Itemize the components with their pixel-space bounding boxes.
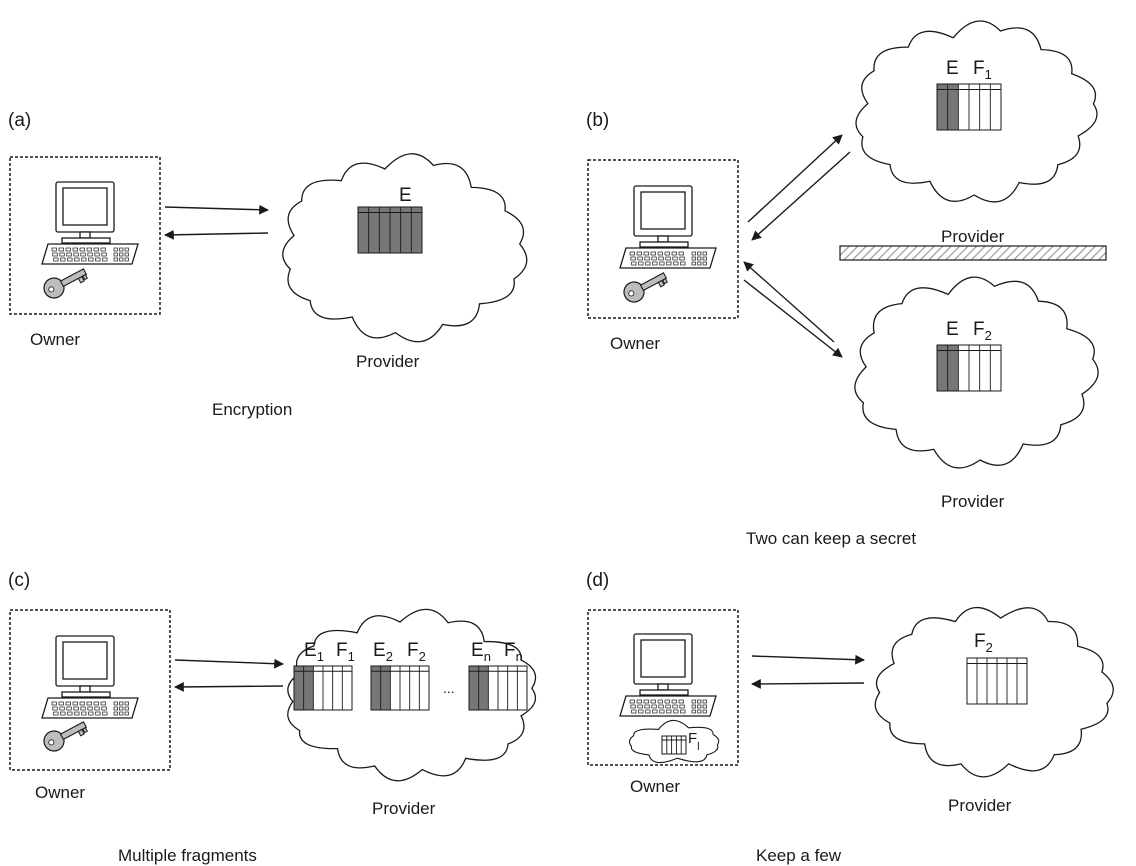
table-label: F1 xyxy=(973,58,992,82)
panel-caption: Encryption xyxy=(212,400,292,419)
provider-label: Provider xyxy=(372,799,436,818)
table-label: F2 xyxy=(974,631,993,655)
cloud-icon xyxy=(854,276,1099,469)
panel-a-tag: (a) xyxy=(8,110,31,131)
computer-icon xyxy=(41,181,139,265)
table-label: En xyxy=(471,640,491,664)
provider-label: Provider xyxy=(941,227,1005,246)
table-label: F1 xyxy=(336,640,355,664)
table-label: F2 xyxy=(973,319,992,343)
table-label: Fn xyxy=(504,640,523,664)
panel-caption: Multiple fragments xyxy=(118,846,257,865)
cloud-icon xyxy=(874,606,1114,778)
provider-label: Provider xyxy=(948,796,1012,815)
panel-c-owner-box xyxy=(9,609,171,771)
fragment-table xyxy=(936,344,1002,392)
cloud-icon xyxy=(855,20,1098,203)
panel-c-tag: (c) xyxy=(8,570,30,591)
table-label: E xyxy=(399,185,412,206)
table-label: F2 xyxy=(407,640,426,664)
owner-label: Owner xyxy=(630,777,680,796)
table-label: E2 xyxy=(373,640,393,664)
panel-caption: Keep a few xyxy=(756,846,842,865)
fragment-table xyxy=(370,665,430,711)
panel-d-owner-box xyxy=(587,609,739,766)
table-label: E xyxy=(946,319,959,340)
owner-label: Owner xyxy=(610,334,660,353)
arrow-to-provider xyxy=(174,658,284,669)
arrow-to-provider xyxy=(743,279,843,358)
arrows xyxy=(164,134,865,692)
arrow-to-owner xyxy=(751,151,851,241)
arrow-to-provider xyxy=(751,654,865,665)
table-label: E xyxy=(946,58,959,79)
fragments-ellipsis: ... xyxy=(443,680,455,696)
table-label: E1 xyxy=(304,640,324,664)
computer-icon xyxy=(619,185,717,269)
arrow-to-owner xyxy=(751,679,865,689)
panel-b-tag: (b) xyxy=(586,110,609,131)
encrypted-table xyxy=(357,206,423,254)
key-icon xyxy=(623,272,668,303)
provider-label: Provider xyxy=(356,352,420,371)
local-table xyxy=(661,735,687,755)
owner-label: Owner xyxy=(35,783,85,802)
fragment-table xyxy=(936,83,1002,131)
panel-b-owner-box xyxy=(587,159,739,319)
arrow-to-provider xyxy=(164,204,269,215)
arrow-to-owner xyxy=(164,229,269,240)
cloud-icon xyxy=(287,608,537,782)
arrow-to-owner xyxy=(743,261,835,343)
computer-icon xyxy=(619,633,717,717)
key-icon xyxy=(43,721,88,752)
fragment-table xyxy=(293,665,353,711)
provider-label: Provider xyxy=(941,492,1005,511)
provider-separator xyxy=(839,245,1107,261)
arrow-to-owner xyxy=(174,682,284,692)
fragment-table xyxy=(966,657,1028,705)
arrow-to-provider xyxy=(747,134,843,223)
panel-caption: Two can keep a secret xyxy=(746,529,916,548)
computer-icon xyxy=(41,635,139,719)
owner-label: Owner xyxy=(30,330,80,349)
table-label: Fl xyxy=(688,730,700,753)
key-icon xyxy=(43,268,88,299)
panel-d-tag: (d) xyxy=(586,570,609,591)
panel-a-owner-box xyxy=(9,156,161,315)
cloud-icon xyxy=(628,719,720,764)
fragment-table xyxy=(468,665,528,711)
